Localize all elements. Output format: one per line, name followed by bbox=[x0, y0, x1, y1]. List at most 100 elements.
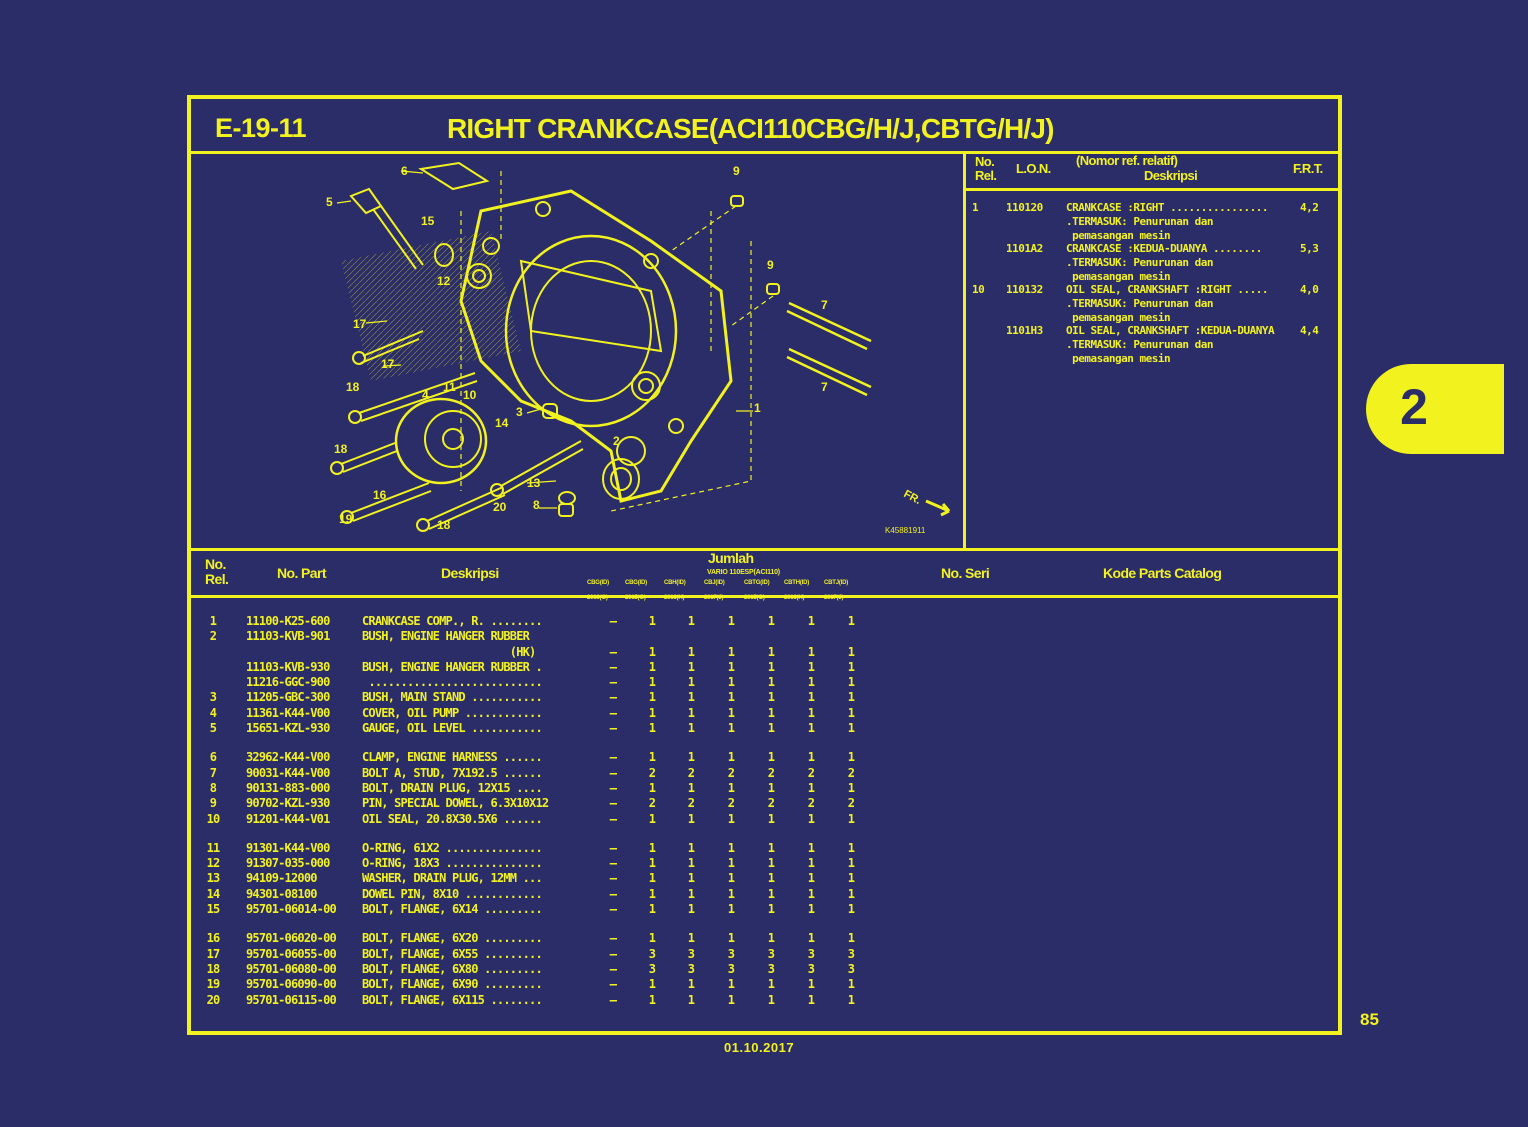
part-quantity: 1 bbox=[687, 856, 695, 871]
part-quantity: 2 bbox=[767, 765, 775, 780]
diagram-code: K45881911 bbox=[885, 526, 926, 535]
part-quantity: – bbox=[609, 614, 617, 628]
col-no-seri: No. Seri bbox=[941, 565, 990, 581]
part-quantity: 1 bbox=[648, 614, 656, 628]
callout-label: 18 bbox=[346, 380, 360, 394]
lon-sub2: pemasangan mesin bbox=[1066, 352, 1171, 365]
callout-label: 7 bbox=[821, 298, 828, 312]
part-quantity: 1 bbox=[687, 675, 695, 690]
lon-sub2: pemasangan mesin bbox=[1066, 270, 1171, 283]
part-quantity: 1 bbox=[767, 977, 775, 992]
part-quantity: 1 bbox=[648, 644, 656, 659]
part-number: 91307-035-000 bbox=[246, 856, 330, 871]
row-spacer bbox=[191, 736, 1338, 750]
callout-label: 1 bbox=[754, 401, 761, 415]
part-quantity: 1 bbox=[648, 840, 656, 855]
part-quantity: 1 bbox=[687, 705, 695, 720]
part-quantity: 1 bbox=[847, 644, 855, 659]
part-quantity: 1 bbox=[648, 721, 656, 736]
part-ref: 10 bbox=[206, 811, 221, 826]
callout-label: 17 bbox=[381, 357, 395, 371]
part-number: 11361-K44-V00 bbox=[246, 705, 330, 720]
part-quantity: 1 bbox=[687, 614, 695, 628]
part-quantity: 1 bbox=[727, 856, 735, 871]
part-quantity: 3 bbox=[767, 961, 775, 976]
part-quantity: 2 bbox=[767, 796, 775, 811]
lon-desc: CRANKCASE :KEDUA-DUANYA ........ bbox=[1066, 242, 1262, 255]
part-quantity: – bbox=[609, 961, 617, 976]
part-quantity: 1 bbox=[687, 644, 695, 659]
part-quantity: 1 bbox=[807, 931, 815, 946]
part-description: PIN, SPECIAL DOWEL, 6.3X10X12 bbox=[362, 796, 549, 811]
lon-lon: 1101H3 bbox=[1006, 324, 1043, 337]
part-quantity: – bbox=[609, 721, 617, 736]
part-ref: 3 bbox=[209, 690, 217, 705]
part-quantity: – bbox=[609, 840, 617, 855]
part-quantity: – bbox=[609, 902, 617, 917]
part-quantity: 1 bbox=[767, 780, 775, 795]
part-quantity: 2 bbox=[687, 765, 695, 780]
part-quantity: 1 bbox=[767, 644, 775, 659]
part-quantity: 1 bbox=[767, 931, 775, 946]
page-title: RIGHT CRANKCASE(ACI110CBG/H/J,CBTG/H/J) bbox=[447, 113, 1054, 144]
part-quantity: – bbox=[609, 931, 617, 946]
part-quantity: 1 bbox=[807, 992, 815, 1007]
part-quantity: 1 bbox=[727, 931, 735, 946]
part-quantity: 1 bbox=[807, 675, 815, 690]
callout-label: 5 bbox=[326, 195, 333, 209]
lon-sub1: .TERMASUK: Penurunan dan bbox=[1066, 338, 1213, 351]
part-quantity: 1 bbox=[648, 659, 656, 674]
callout-label: 20 bbox=[493, 500, 507, 514]
part-quantity: 1 bbox=[727, 811, 735, 826]
part-description: BUSH, ENGINE HANGER RUBBER . bbox=[362, 659, 543, 674]
part-number: 95701-06055-00 bbox=[246, 946, 337, 961]
part-quantity: 2 bbox=[648, 765, 656, 780]
part-quantity: 1 bbox=[807, 902, 815, 917]
lon-ref: 1 bbox=[972, 201, 979, 214]
part-quantity: 1 bbox=[648, 811, 656, 826]
part-quantity: 1 bbox=[807, 690, 815, 705]
callout-label: 6 bbox=[401, 164, 408, 178]
part-quantity: 1 bbox=[847, 931, 855, 946]
page-header: E-19-11 RIGHT CRANKCASE(ACI110CBG/H/J,CB… bbox=[191, 99, 1338, 154]
part-quantity: 3 bbox=[648, 961, 656, 976]
part-quantity: 1 bbox=[687, 886, 695, 901]
part-number: 91301-K44-V00 bbox=[246, 840, 330, 855]
part-ref: 12 bbox=[206, 856, 221, 871]
part-description: BOLT, FLANGE, 6X20 ......... bbox=[362, 931, 543, 946]
part-quantity: 1 bbox=[767, 856, 775, 871]
part-quantity: – bbox=[609, 750, 617, 765]
part-quantity: 1 bbox=[847, 659, 855, 674]
parts-row[interactable]: 11216-GGC-900 ..........................… bbox=[191, 675, 1338, 690]
chapter-tab[interactable]: 2 bbox=[1366, 364, 1504, 454]
part-quantity: 1 bbox=[648, 886, 656, 901]
part-quantity: – bbox=[609, 886, 617, 901]
lon-desc: CRANKCASE :RIGHT ................ bbox=[1066, 201, 1269, 214]
part-ref: 13 bbox=[206, 871, 221, 886]
part-quantity: 1 bbox=[727, 675, 735, 690]
col-model: CBTH(ID) 2016(H) bbox=[784, 580, 810, 601]
